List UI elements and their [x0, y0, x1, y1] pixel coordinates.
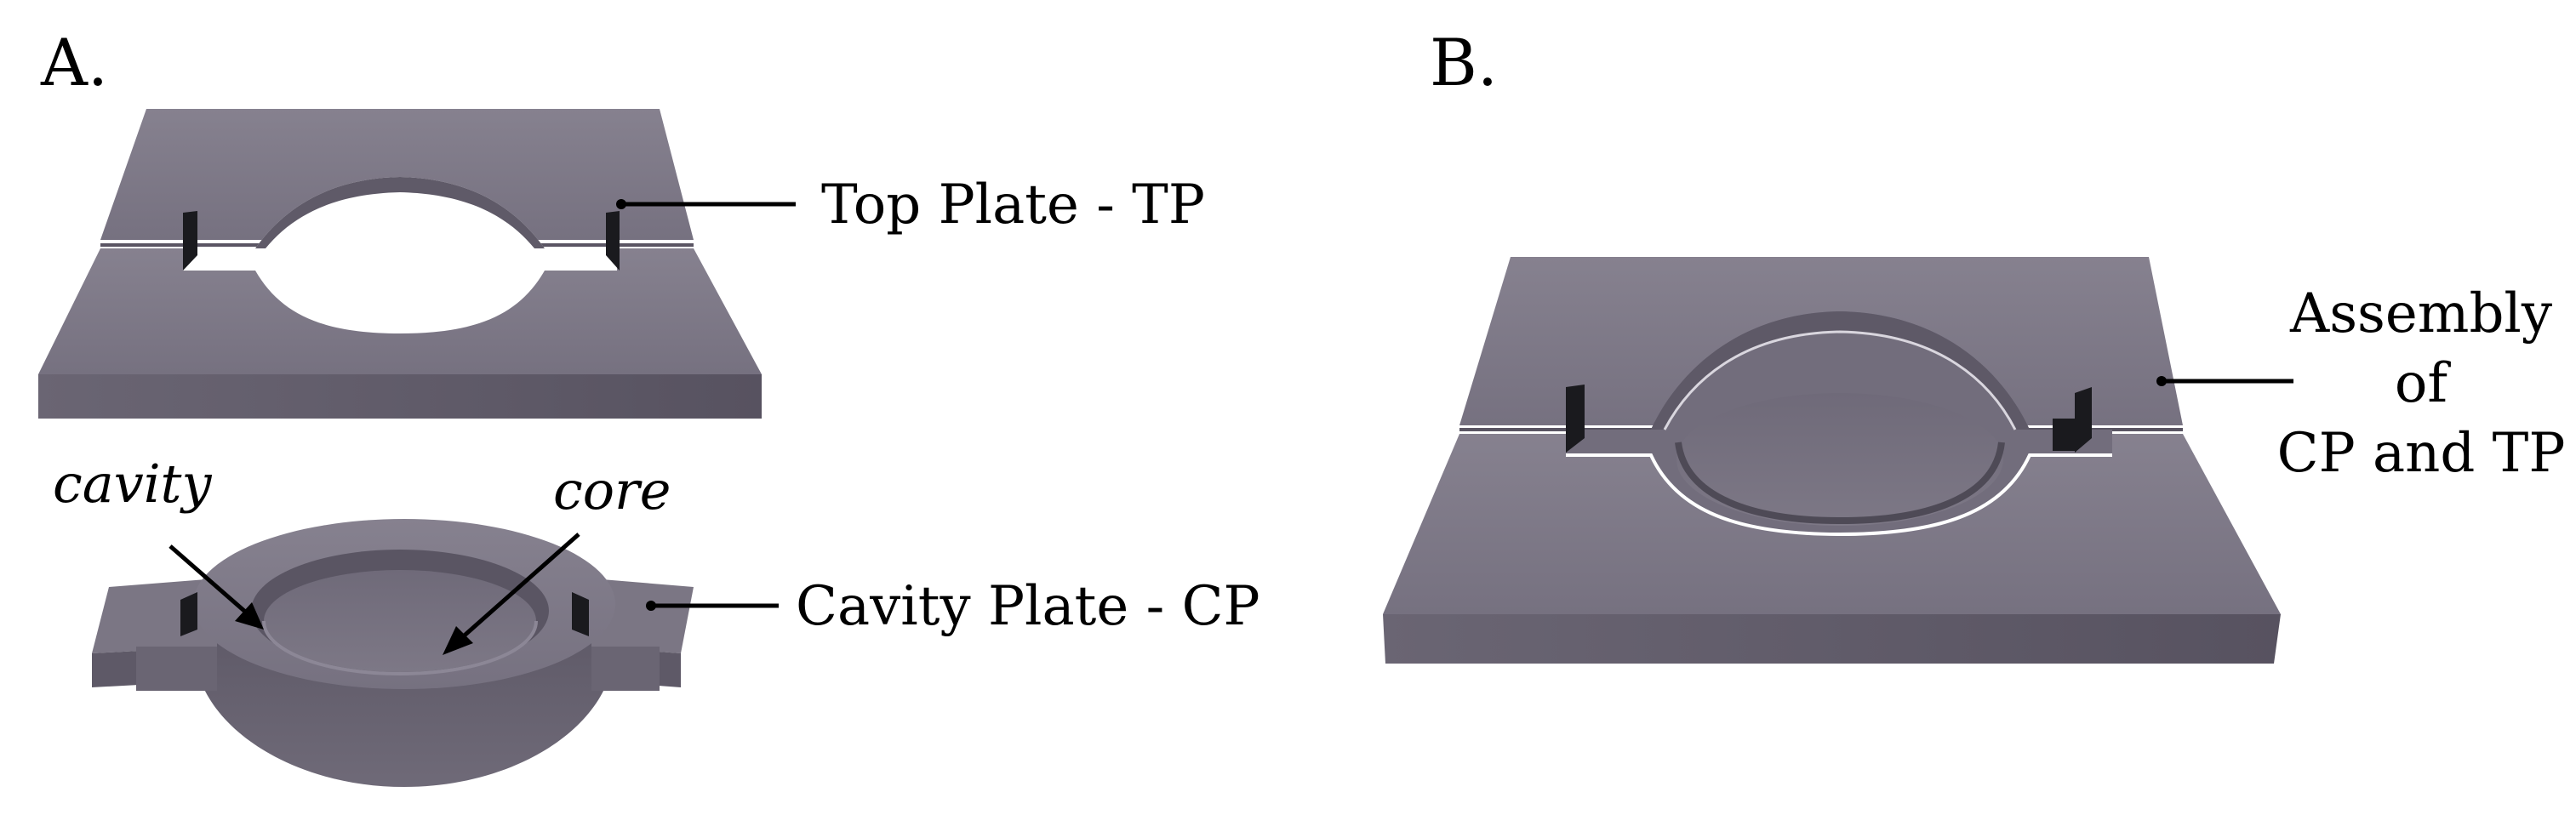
assembly-label-line2: of [2395, 352, 2452, 415]
top-plate-opening-wall [255, 177, 545, 248]
cavity-plate-label: Cavity Plate - CP [796, 575, 1260, 638]
cavity-arrow-line [168, 544, 253, 618]
top-plate-back-half [100, 109, 694, 240]
top-plate-front-edge [38, 374, 762, 419]
cavity-plate-core-edge [262, 620, 538, 676]
assembly-core [1676, 393, 2003, 526]
assembly-left-notch [1566, 385, 1585, 453]
assembly-core-groove [1675, 442, 2005, 525]
cavity-plate-left-lug-step [136, 647, 217, 691]
cavity-plate-core [264, 570, 536, 672]
top-plate-label: Top Plate - TP [821, 174, 1205, 236]
panel-b-label: B. [1430, 25, 1498, 100]
assembly-gap-line [1566, 453, 2112, 537]
assembly-gap-line-top [1663, 330, 2017, 430]
cavity-callout: cavity [53, 453, 264, 630]
assembly [1383, 257, 2281, 664]
assembly-label-line1: Assembly [2289, 282, 2552, 345]
cavity-label: cavity [53, 453, 212, 515]
assembly-callout: Assembly of CP and TP [2156, 282, 2565, 485]
cavity-plate-right-notch [572, 592, 589, 636]
cavity-plate-callout: Cavity Plate - CP [646, 575, 1260, 638]
assembly-label-line3: CP and TP [2277, 422, 2566, 485]
core-arrowhead [443, 626, 473, 655]
cavity-plate-left-notch [180, 592, 197, 636]
top-plate-right-notch [606, 211, 620, 271]
panel-a-label: A. [40, 25, 108, 100]
top-plate-callout: Top Plate - TP [616, 174, 1205, 236]
assembly-recess-wall [1651, 311, 2030, 430]
assembly-right-block [2053, 419, 2075, 451]
core-arrow-line [458, 533, 580, 641]
top-plate [38, 109, 762, 419]
cavity-plate-right-lug-step [591, 647, 660, 691]
core-callout: core [443, 459, 671, 655]
cavity-plate [92, 519, 694, 787]
cavity-plate-left-lug-top [92, 578, 217, 653]
cavity-arrowhead [235, 602, 264, 630]
cavity-plate-right-lug-top [591, 578, 694, 653]
assembly-right-notch [2075, 387, 2092, 453]
top-plate-left-notch [183, 211, 197, 271]
assembly-front-edge [1383, 614, 2281, 664]
core-label: core [553, 459, 671, 521]
